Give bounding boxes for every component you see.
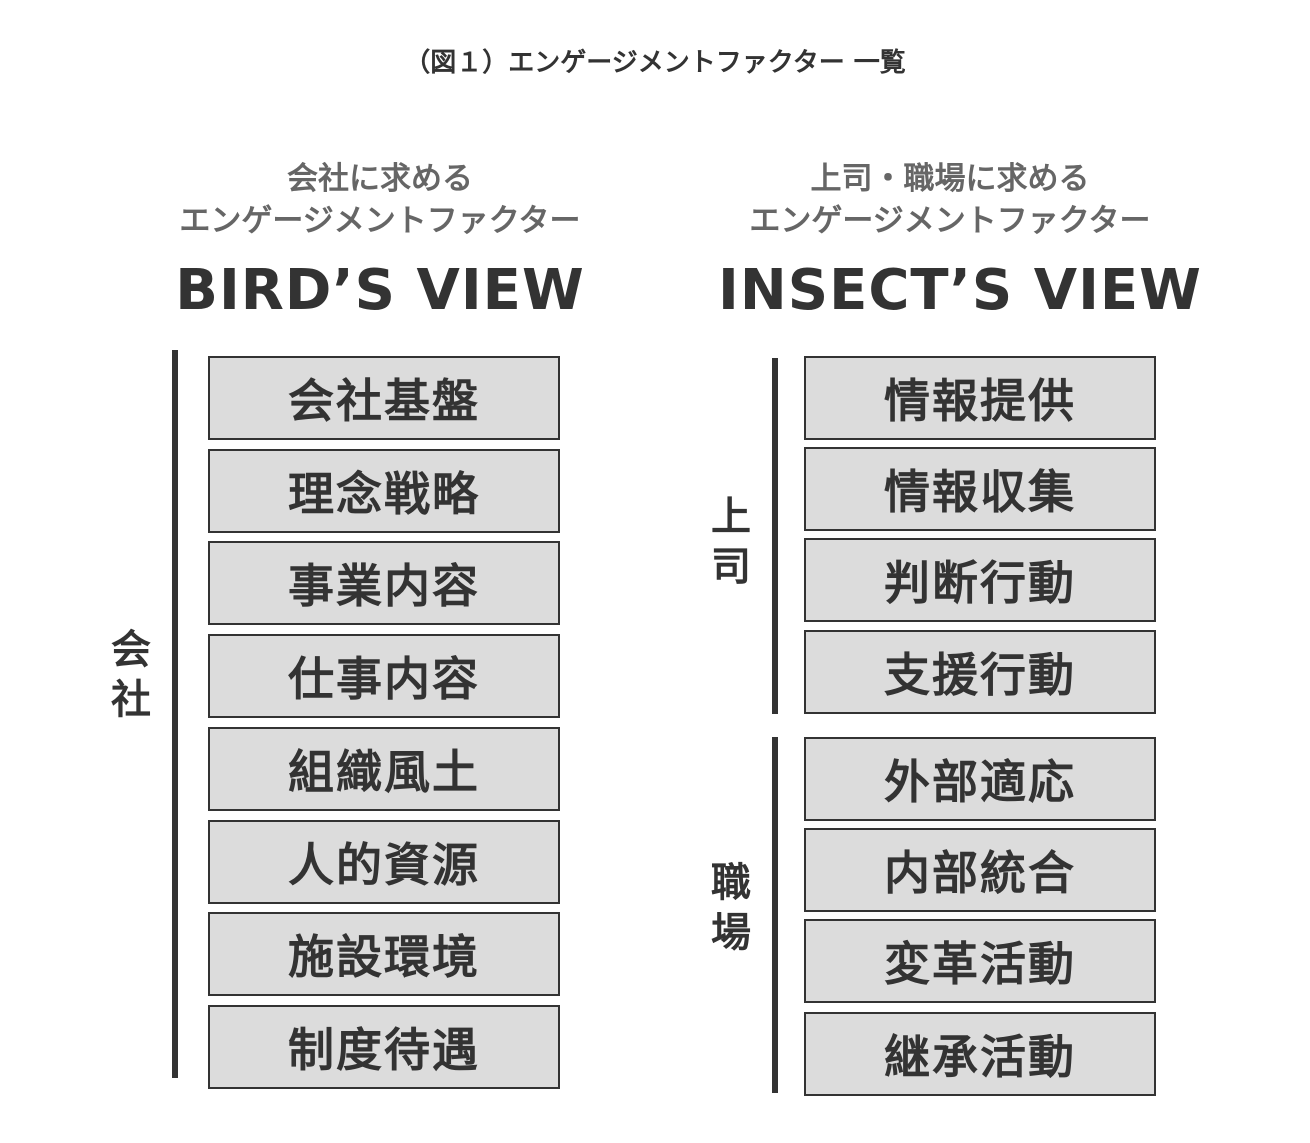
factor-box: 判断行動 — [804, 538, 1156, 622]
left-subtitle-2: エンゲージメントファクター — [179, 203, 581, 239]
factor-box: 施設環境 — [208, 912, 560, 997]
right-subtitle-2: エンゲージメントファクター — [749, 203, 1151, 239]
group-bar-company — [172, 350, 178, 1078]
factor-box: 会社基盤 — [208, 356, 560, 440]
factor-box: 支援行動 — [804, 630, 1156, 714]
group-bar-workplace — [772, 737, 778, 1093]
group-bar-boss — [772, 358, 778, 714]
factor-box: 内部統合 — [804, 828, 1156, 912]
figure-title: （図１）エンゲージメントファクター 一覧 — [404, 48, 906, 78]
left-subtitle-1: 会社に求める — [287, 161, 473, 197]
factor-box: 情報提供 — [804, 356, 1156, 440]
group-label-company: 会社 — [111, 627, 151, 723]
factor-box: 理念戦略 — [208, 448, 560, 533]
factor-box: 継承活動 — [804, 1012, 1156, 1096]
group-label-boss: 上司 — [711, 494, 751, 590]
right-subtitle-1: 上司・職場に求める — [810, 161, 1090, 197]
factor-box: 事業内容 — [208, 541, 560, 626]
birds-view-heading: BIRD’S VIEW — [175, 258, 585, 323]
factor-box: 変革活動 — [804, 919, 1156, 1003]
insects-view-heading: INSECT’S VIEW — [718, 258, 1202, 323]
factor-box: 仕事内容 — [208, 634, 560, 719]
factor-box: 外部適応 — [804, 737, 1156, 821]
factor-box: 制度待遇 — [208, 1004, 560, 1089]
group-label-workplace: 職場 — [711, 860, 751, 956]
factor-box: 人的資源 — [208, 819, 560, 904]
factor-box: 組織風土 — [208, 726, 560, 811]
factor-box: 情報収集 — [804, 447, 1156, 531]
